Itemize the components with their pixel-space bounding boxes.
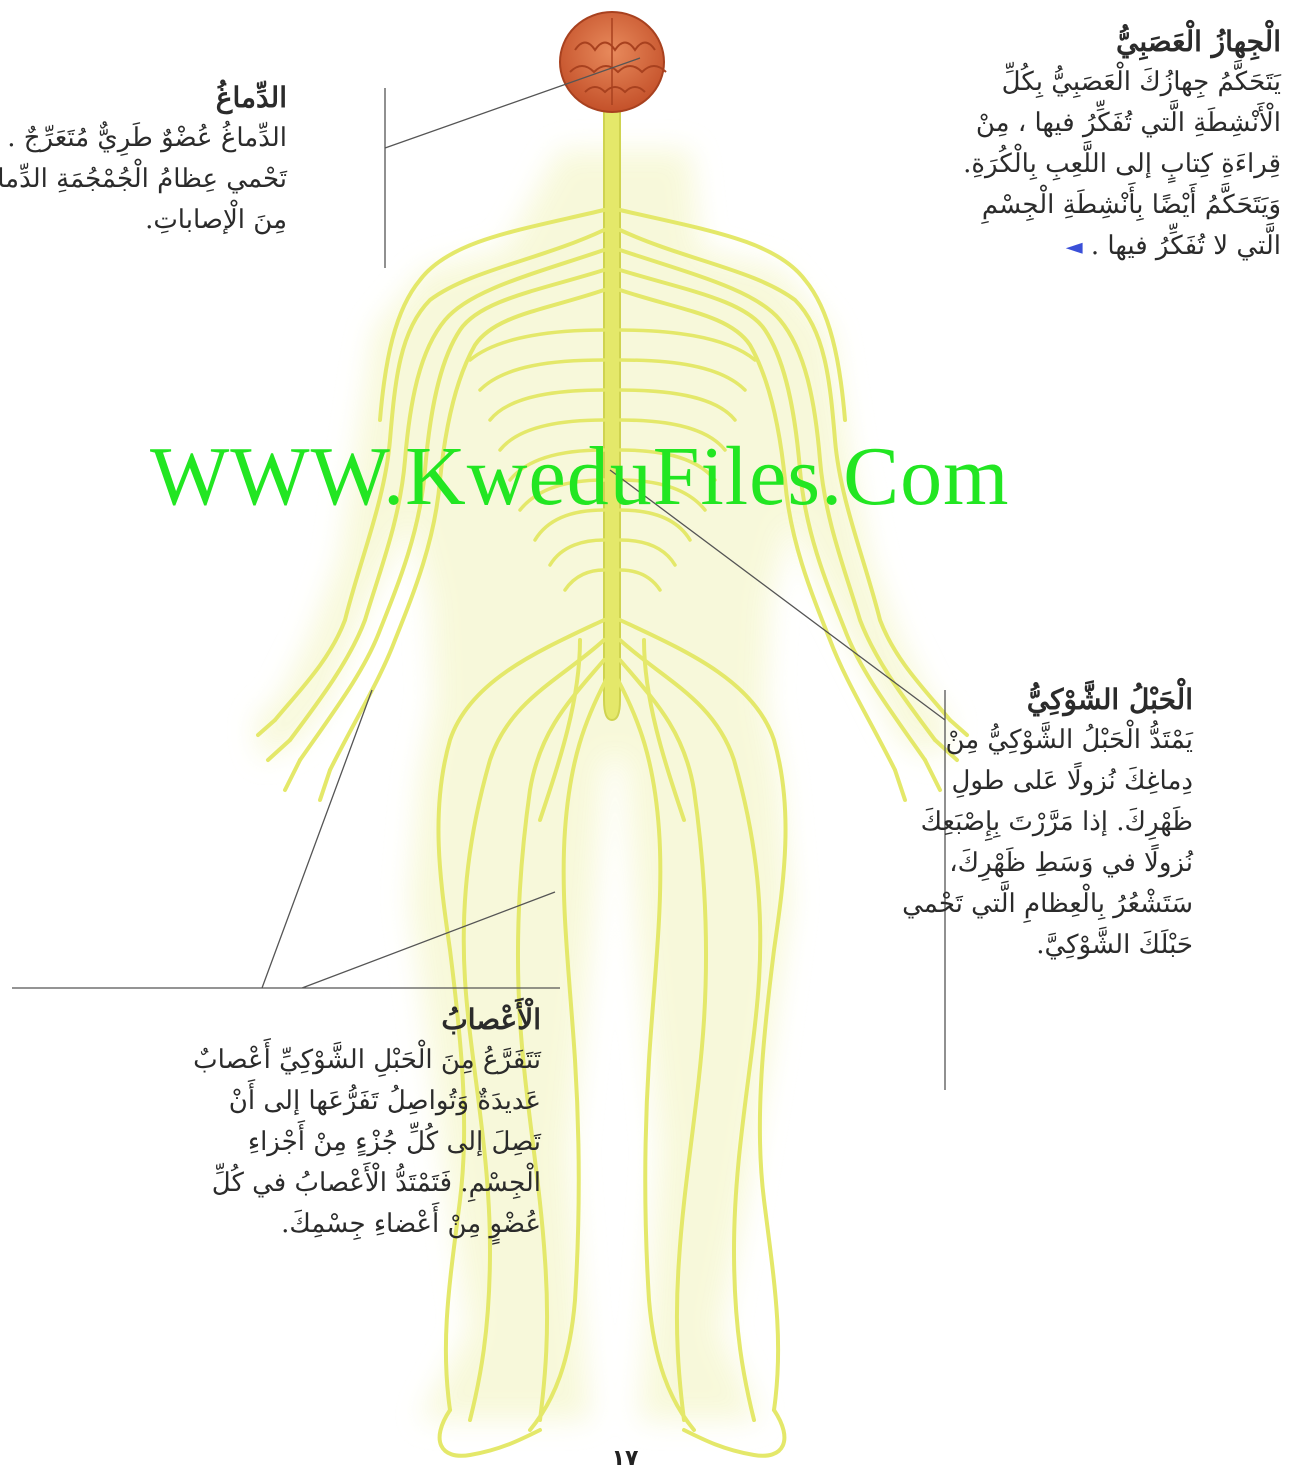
nerve-network: [258, 110, 967, 1456]
brain-title: الدِّماغُ: [27, 78, 287, 118]
spinal-cord-label: الْحَبْلُ الشَّوْكِيُّ يَمْتَدُّ الْحَبْ…: [893, 680, 1193, 966]
nerves-line: عُضْوٍ مِنْ أَعْضاءِ جِسْمِكَ.: [16, 1204, 541, 1245]
nervous-system-line-last: الَّتي لا تُفَكِّرُ فيها . ◄: [901, 226, 1281, 268]
nerves-title: الْأَعْصابُ: [16, 1000, 541, 1040]
brain-line: الدِّماغُ عُضْوٌ طَرِيٌّ مُتَعَرِّجٌ .: [27, 118, 287, 159]
spinal-cord-title: الْحَبْلُ الشَّوْكِيُّ: [893, 680, 1193, 720]
page-number: ١٧: [600, 1446, 650, 1471]
nervous-system-line: يَتَحَكَّمُ جِهازُكَ الْعَصَبِيُّ بِكُلِ…: [901, 62, 1281, 103]
nerves-line: تَصِلَ إلى كُلِّ جُزْءٍ مِنْ أَجْزاءِ: [16, 1122, 541, 1163]
brain-line: مِنَ الْإصاباتِ.: [27, 200, 287, 241]
nervous-system-line: الْأَنْشِطَةِ الَّتي تُفَكِّرُ فيها ، مِ…: [901, 103, 1281, 144]
nerves-line: تَتَفَرَّعُ مِنَ الْحَبْلِ الشَّوْكِيِّ …: [16, 1040, 541, 1081]
spinal-cord-line: حَبْلَكَ الشَّوْكِيَّ.: [893, 925, 1193, 966]
spinal-cord-line: يَمْتَدُّ الْحَبْلُ الشَّوْكِيُّ مِنْ: [893, 720, 1193, 761]
spinal-cord: [604, 110, 620, 720]
nervous-system-title: الْجِهازُ الْعَصَبِيُّ: [901, 22, 1281, 62]
brain-illustration: [560, 12, 666, 112]
nerves-line: الْجِسْمِ. فَتَمْتَدُّ الْأَعْصابُ في كُ…: [16, 1163, 541, 1204]
nervous-system-line-text: الَّتي لا تُفَكِّرُ فيها .: [1091, 231, 1281, 261]
spinal-cord-line: دِماغِكَ نُزولًا عَلى طولِ: [893, 761, 1193, 802]
nervous-system-line: قِراءَةِ كِتابٍ إلى اللَّعِبِ بِالْكُرَة…: [901, 144, 1281, 185]
brain-line: تَحْمي عِظامُ الْجُمْجُمَةِ الدِّماغَ: [27, 159, 287, 200]
watermark-text: WWW.KweduFiles.Com: [150, 428, 1250, 525]
nerves-label: الْأَعْصابُ تَتَفَرَّعُ مِنَ الْحَبْلِ ا…: [16, 1000, 541, 1245]
brain-label: الدِّماغُ الدِّماغُ عُضْوٌ طَرِيٌّ مُتَع…: [27, 78, 287, 241]
blue-arrow-icon: ◄: [1066, 235, 1083, 260]
spinal-cord-line: ظَهْرِكَ. إذا مَرَّرْتَ بِإِصْبَعِكَ: [893, 802, 1193, 843]
nerves-line: عَديدَةٌ وَتُواصِلُ تَفَرُّعَها إلى أَنْ: [16, 1081, 541, 1122]
nervous-system-line: وَيَتَحَكَّمُ أَيْضًا بِأَنْشِطَةِ الْجِ…: [901, 185, 1281, 226]
spinal-cord-line: نُزولًا في وَسَطِ ظَهْرِكَ،: [893, 843, 1193, 884]
spinal-cord-line: سَتَشْعُرُ بِالْعِظامِ الَّتي تَحْمي: [893, 884, 1193, 925]
nervous-system-label: الْجِهازُ الْعَصَبِيُّ يَتَحَكَّمُ جِهاز…: [901, 22, 1281, 268]
